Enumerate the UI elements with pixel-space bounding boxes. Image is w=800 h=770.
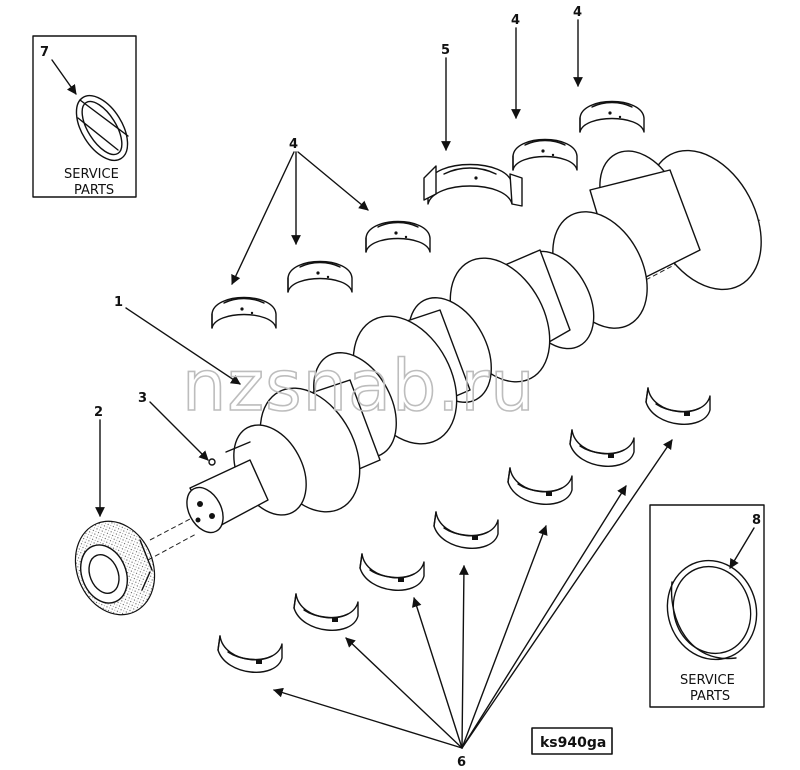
callout-2: 2 (94, 405, 103, 420)
lower-shell-1 (217, 635, 283, 673)
figure-code-tag: ks940ga (531, 727, 613, 755)
service-box-7-line1: SERVICE (64, 167, 119, 182)
crankshaft (149, 149, 762, 541)
upper-shell-2 (287, 260, 353, 293)
lower-shell-4 (433, 511, 499, 549)
lower-shell-5 (507, 467, 573, 505)
callout-5: 5 (441, 43, 450, 58)
callout-7: 7 (40, 45, 49, 60)
service-box-7-line2: PARTS (74, 183, 114, 198)
callout-4-mid: 4 (511, 13, 520, 28)
upper-shell-3 (365, 220, 431, 253)
callout-4-left: 4 (289, 137, 298, 152)
crank-gear (74, 520, 156, 616)
callout-leaders-lower (273, 439, 673, 749)
watermark-text: nzsnab.ru (182, 345, 536, 427)
lower-shell-7 (645, 387, 711, 425)
lower-shell-3 (359, 553, 425, 591)
callout-8: 8 (752, 513, 761, 528)
key-pin (208, 458, 216, 466)
service-box-8: 8 SERVICE PARTS (649, 504, 765, 708)
service-box-8-line2: PARTS (690, 689, 730, 704)
upper-shell-4 (512, 138, 578, 171)
lower-shell-2 (293, 593, 359, 631)
callout-6: 6 (457, 755, 466, 770)
callout-3: 3 (138, 391, 147, 406)
lower-shell-6 (569, 429, 635, 467)
upper-shell-1 (211, 296, 277, 329)
upper-shell-5 (579, 100, 645, 133)
service-box-7: 7 SERVICE PARTS (32, 35, 137, 198)
service-box-8-line1: SERVICE (680, 673, 735, 688)
thrust-bearing-shell (423, 163, 523, 207)
callout-4-right: 4 (573, 5, 582, 20)
callout-1: 1 (114, 295, 123, 310)
upper-bearing-shells (211, 100, 645, 329)
figure-code: ks940ga (540, 735, 606, 751)
callout-leaders-upper (231, 19, 583, 285)
